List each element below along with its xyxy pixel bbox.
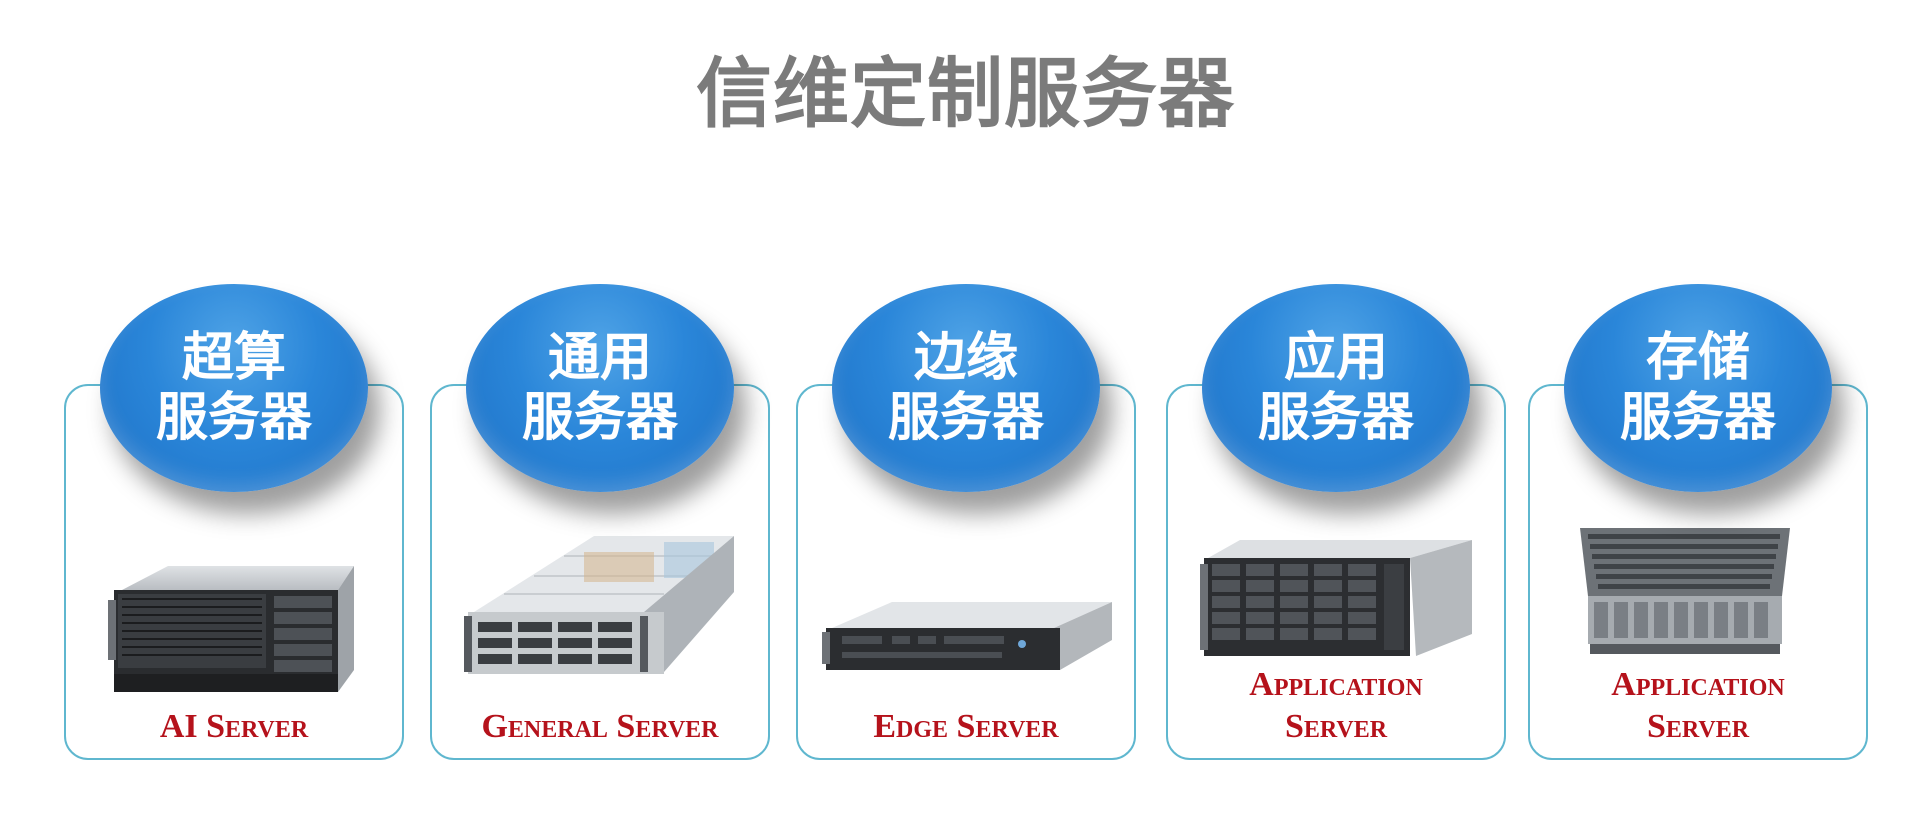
caption-ai-server: AI Server [64,706,404,748]
badge-line-2: 服务器 [521,388,678,448]
badge-line-2: 服务器 [155,388,312,448]
application-server-image [1200,540,1472,656]
caption-line-1: General Server [481,708,719,745]
edge-server-image [822,602,1112,670]
badge-edge-server: 边缘 服务器 [832,284,1100,492]
badge-line-2: 服务器 [887,388,1044,448]
caption-storage-server: Application Server [1528,664,1868,748]
badge-line-1: 应用 [1283,328,1388,388]
caption-line-1: Edge Server [873,708,1059,745]
badge-line-1: 边缘 [913,328,1018,388]
caption-general-server: General Server [430,706,770,748]
badge-line-1: 通用 [547,328,652,388]
badge-line-2: 服务器 [1257,388,1414,448]
caption-application-server: Application Server [1166,664,1506,748]
caption-line-2: Server [1646,708,1750,745]
caption-line-1: Application [1611,666,1785,703]
ai-server-image [108,566,354,692]
badge-general-server: 通用 服务器 [466,284,734,492]
badge-line-2: 服务器 [1619,388,1776,448]
badge-line-1: 存储 [1645,328,1750,388]
caption-line-1: Application [1249,666,1423,703]
caption-edge-server: Edge Server [796,706,1136,748]
badge-application-server: 应用 服务器 [1202,284,1470,492]
general-server-image [464,536,734,674]
badge-line-1: 超算 [181,328,286,388]
page-title: 信维定制服务器 [696,49,1235,138]
badge-storage-server: 存储 服务器 [1564,284,1832,492]
badge-ai-server: 超算 服务器 [100,284,368,492]
storage-server-image [1580,528,1790,654]
caption-line-2: Server [1284,708,1388,745]
caption-line-1: AI Server [159,708,309,745]
